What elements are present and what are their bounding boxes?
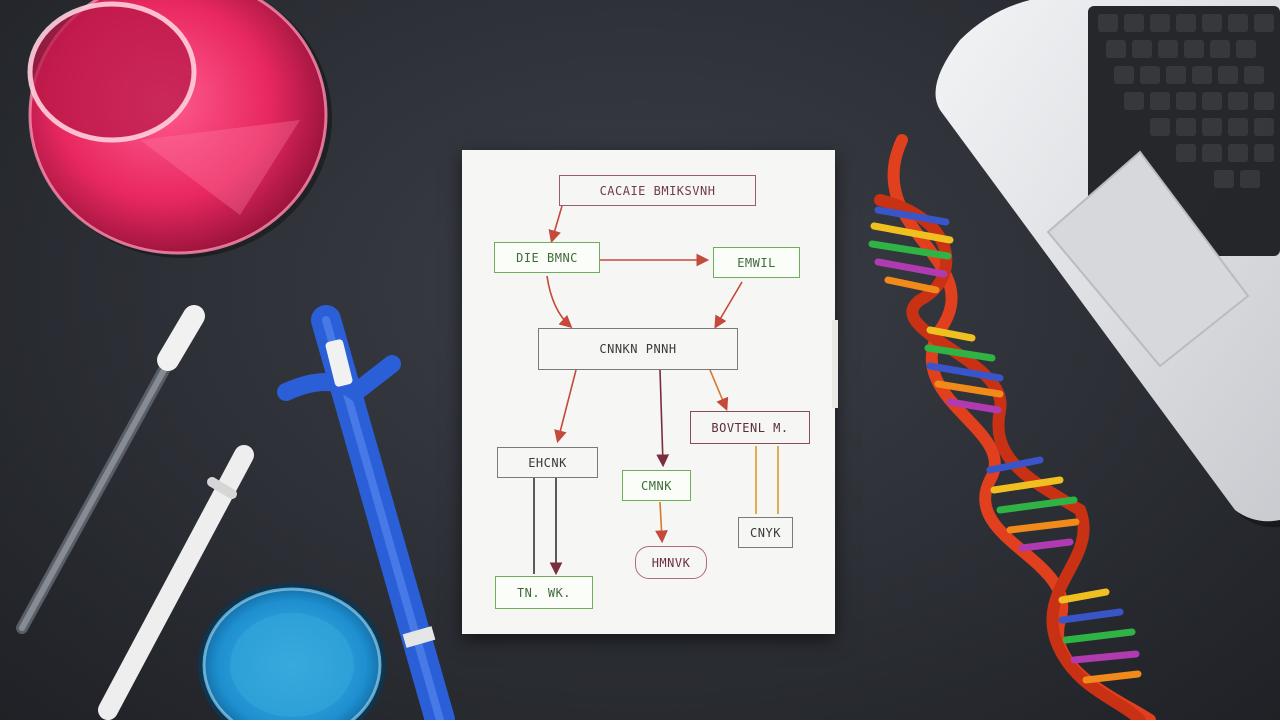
dna-model xyxy=(868,134,1156,720)
node-left-low: TN. WK. xyxy=(495,576,593,609)
dropper xyxy=(16,305,205,634)
beaker xyxy=(198,583,386,720)
node-right-mid: BOVTENL M. xyxy=(690,411,810,444)
node-right-low: CNYK xyxy=(738,517,793,548)
node-top-right: EMWIL xyxy=(713,247,800,278)
sheet-edge-tab xyxy=(832,320,838,408)
node-top-left: DIE BMNC xyxy=(494,242,600,273)
laptop xyxy=(935,0,1280,528)
laptop-trackpad xyxy=(1046,150,1250,368)
flowchart-title: CACAIE BMIKSVNH xyxy=(559,175,756,206)
node-left-mid: EHCNK xyxy=(497,447,598,478)
node-mid-green: CMNK xyxy=(622,470,691,501)
flask xyxy=(27,0,332,258)
node-center: CNNKN PNNH xyxy=(538,328,738,370)
node-oval: HMNVK xyxy=(635,546,707,579)
pipette xyxy=(277,305,455,720)
syringe xyxy=(98,445,254,720)
